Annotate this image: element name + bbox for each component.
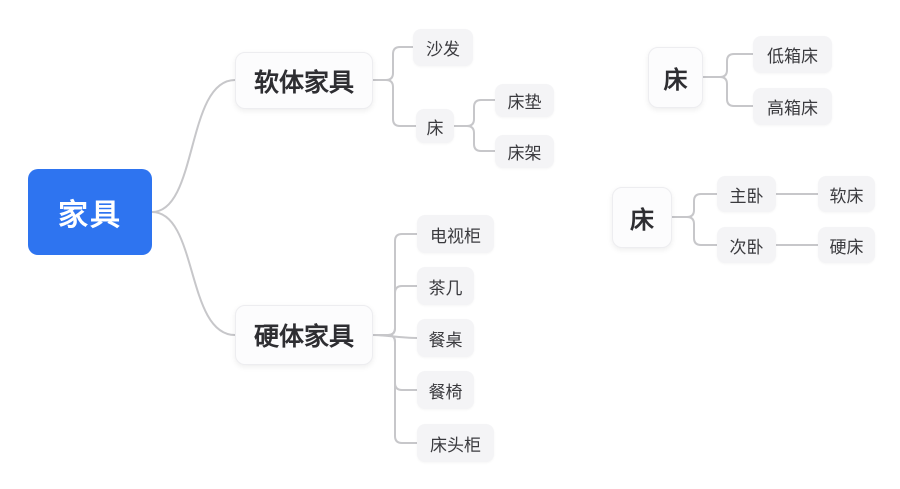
node-label: 床 — [426, 118, 444, 138]
node-sofa[interactable]: 沙发 — [413, 29, 473, 66]
edge-bed-mattress — [453, 99, 496, 127]
node-hard-bed[interactable]: 硬床 — [818, 227, 875, 263]
node-low-box-bed[interactable]: 低箱床 — [753, 36, 832, 73]
node-label: 餐桌 — [428, 330, 463, 350]
edge-soft-furniture-bed — [372, 79, 417, 127]
edge-bed2-high-box-bed — [702, 76, 754, 107]
node-mattress[interactable]: 床垫 — [495, 84, 554, 117]
edge-bed3-second-bedroom — [671, 216, 718, 246]
node-label: 床 — [630, 207, 654, 234]
node-soft-bed[interactable]: 软床 — [818, 176, 875, 212]
node-bed[interactable]: 床 — [416, 109, 454, 143]
node-label: 软床 — [829, 186, 864, 206]
edge-hard-furniture-tea-table — [372, 285, 418, 336]
node-label: 软体家具 — [253, 68, 354, 97]
edge-soft-furniture-sofa — [372, 46, 414, 81]
node-label: 低箱床 — [767, 47, 818, 66]
node-label: 电视柜 — [430, 226, 481, 246]
node-label: 床垫 — [507, 93, 542, 112]
edge-bed2-low-box-bed — [702, 53, 754, 78]
node-label: 次卧 — [729, 237, 764, 257]
node-label: 沙发 — [426, 40, 460, 59]
node-label: 硬床 — [829, 237, 864, 257]
node-bed-frame[interactable]: 床架 — [495, 135, 554, 168]
edge-bed-bed-frame — [453, 125, 496, 152]
node-label: 床 — [663, 67, 688, 94]
node-tea-table[interactable]: 茶几 — [417, 267, 474, 305]
edge-hard-furniture-bedside-cabinet — [372, 334, 418, 444]
edge-bed3-master-bedroom — [671, 193, 718, 218]
node-dining-table[interactable]: 餐桌 — [417, 319, 474, 357]
node-bedside-cabinet[interactable]: 床头柜 — [417, 424, 494, 462]
node-dining-chair[interactable]: 餐椅 — [417, 371, 474, 409]
edge-furniture-soft-furniture — [151, 79, 236, 213]
node-master-bedroom[interactable]: 主卧 — [717, 176, 776, 212]
edge-furniture-hard-furniture — [151, 211, 236, 336]
node-high-box-bed[interactable]: 高箱床 — [753, 88, 832, 125]
node-bed-tree3-root[interactable]: 床 — [612, 187, 672, 248]
node-label: 家具 — [58, 199, 122, 232]
node-label: 硬体家具 — [253, 323, 354, 351]
node-label: 高箱床 — [767, 99, 818, 118]
node-label: 餐椅 — [428, 382, 463, 402]
node-label: 主卧 — [729, 186, 764, 206]
node-tv-cabinet[interactable]: 电视柜 — [417, 215, 494, 253]
node-soft-furniture[interactable]: 软体家具 — [235, 52, 373, 109]
node-label: 床头柜 — [430, 435, 481, 455]
node-label: 茶几 — [428, 278, 463, 298]
node-furniture-root[interactable]: 家具 — [28, 169, 152, 255]
node-bed-tree2-root[interactable]: 床 — [648, 47, 703, 108]
node-hard-furniture[interactable]: 硬体家具 — [235, 305, 373, 365]
node-label: 床架 — [507, 144, 542, 163]
node-second-bedroom[interactable]: 次卧 — [717, 227, 776, 263]
